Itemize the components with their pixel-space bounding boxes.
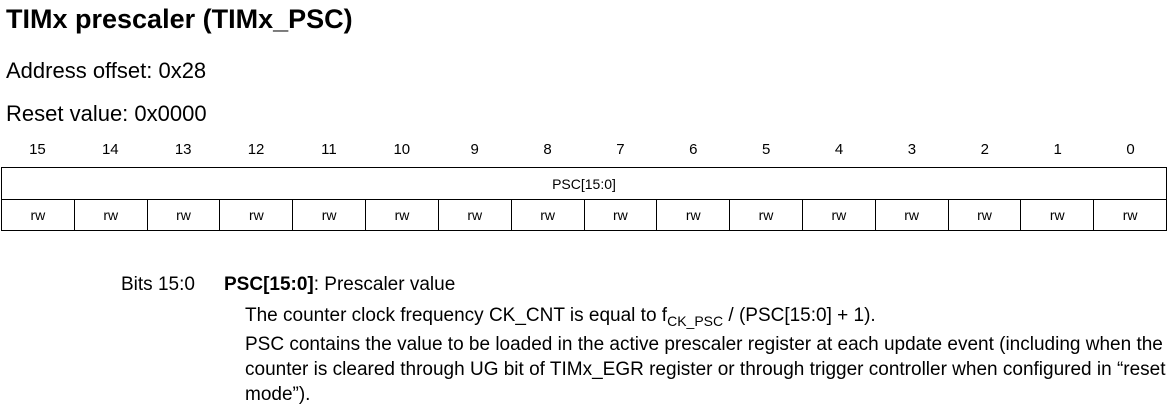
bits-range: Bits 15:0 <box>121 274 195 295</box>
access-cell: rw <box>801 199 876 231</box>
bit-number-row: 15 14 13 12 11 10 9 8 7 6 5 4 3 2 1 0 <box>1 139 1167 161</box>
formula-subscript: CK_PSC <box>667 313 724 329</box>
bit-number: 8 <box>543 141 552 158</box>
address-offset: Address offset: 0x28 <box>6 58 207 83</box>
access-cell: rw <box>729 199 803 231</box>
access-cell: rw <box>874 199 949 231</box>
access-cell: rw <box>1020 199 1095 231</box>
access-cell: rw <box>1093 199 1167 231</box>
register-bit-table: PSC[15:0] rw rw rw rw rw rw rw rw rw rw … <box>1 167 1167 231</box>
access-cell: rw <box>656 199 731 231</box>
bit-number: 9 <box>470 141 479 158</box>
formula-line: The counter clock frequency CK_CNT is eq… <box>245 303 1171 328</box>
description-heading: Bits 15:0 PSC[15:0]: Prescaler value <box>121 272 1171 297</box>
bit-description: Bits 15:0 PSC[15:0]: Prescaler value The … <box>121 272 1171 407</box>
bit-number: 13 <box>174 141 192 158</box>
access-cell: rw <box>947 199 1022 231</box>
bit-number: 14 <box>101 141 119 158</box>
bit-number: 5 <box>762 141 771 158</box>
description-body: The counter clock frequency CK_CNT is eq… <box>245 303 1171 407</box>
reset-value: Reset value: 0x0000 <box>6 101 207 126</box>
access-cell: rw <box>365 199 439 231</box>
access-cell: rw <box>292 199 367 231</box>
bit-number: 1 <box>1053 141 1062 158</box>
access-cell: rw <box>219 199 294 231</box>
formula-suffix: / (PSC[15:0] + 1). <box>723 305 876 326</box>
access-cell: rw <box>510 199 585 231</box>
bit-number: 12 <box>247 141 265 158</box>
description-field-title: : Prescaler value <box>313 274 456 295</box>
access-cell: rw <box>583 199 658 231</box>
bit-number: 11 <box>321 141 337 158</box>
bit-number: 10 <box>393 141 411 158</box>
psc-field-cell: PSC[15:0] <box>1 167 1167 200</box>
bit-number: 2 <box>980 141 989 158</box>
register-title: TIMx prescaler (TIMx_PSC) <box>6 4 353 34</box>
formula-prefix: The counter clock frequency CK_CNT is eq… <box>245 305 668 326</box>
description-paragraph: PSC contains the value to be loaded in t… <box>245 334 1166 405</box>
description-field-name: PSC[15:0] <box>224 274 314 295</box>
bit-number: 3 <box>907 141 917 158</box>
bit-number: 0 <box>1126 141 1135 158</box>
bit-number: 4 <box>834 141 844 158</box>
access-cell: rw <box>1 199 75 231</box>
bit-number: 15 <box>29 141 46 158</box>
access-row: rw rw rw rw rw rw rw rw rw rw rw rw rw r… <box>1 199 1167 231</box>
bit-number: 7 <box>616 141 625 158</box>
bit-number: 6 <box>689 141 698 158</box>
access-cell: rw <box>146 199 221 231</box>
access-cell: rw <box>73 199 148 231</box>
field-row: PSC[15:0] <box>1 167 1167 200</box>
access-cell: rw <box>437 199 512 231</box>
